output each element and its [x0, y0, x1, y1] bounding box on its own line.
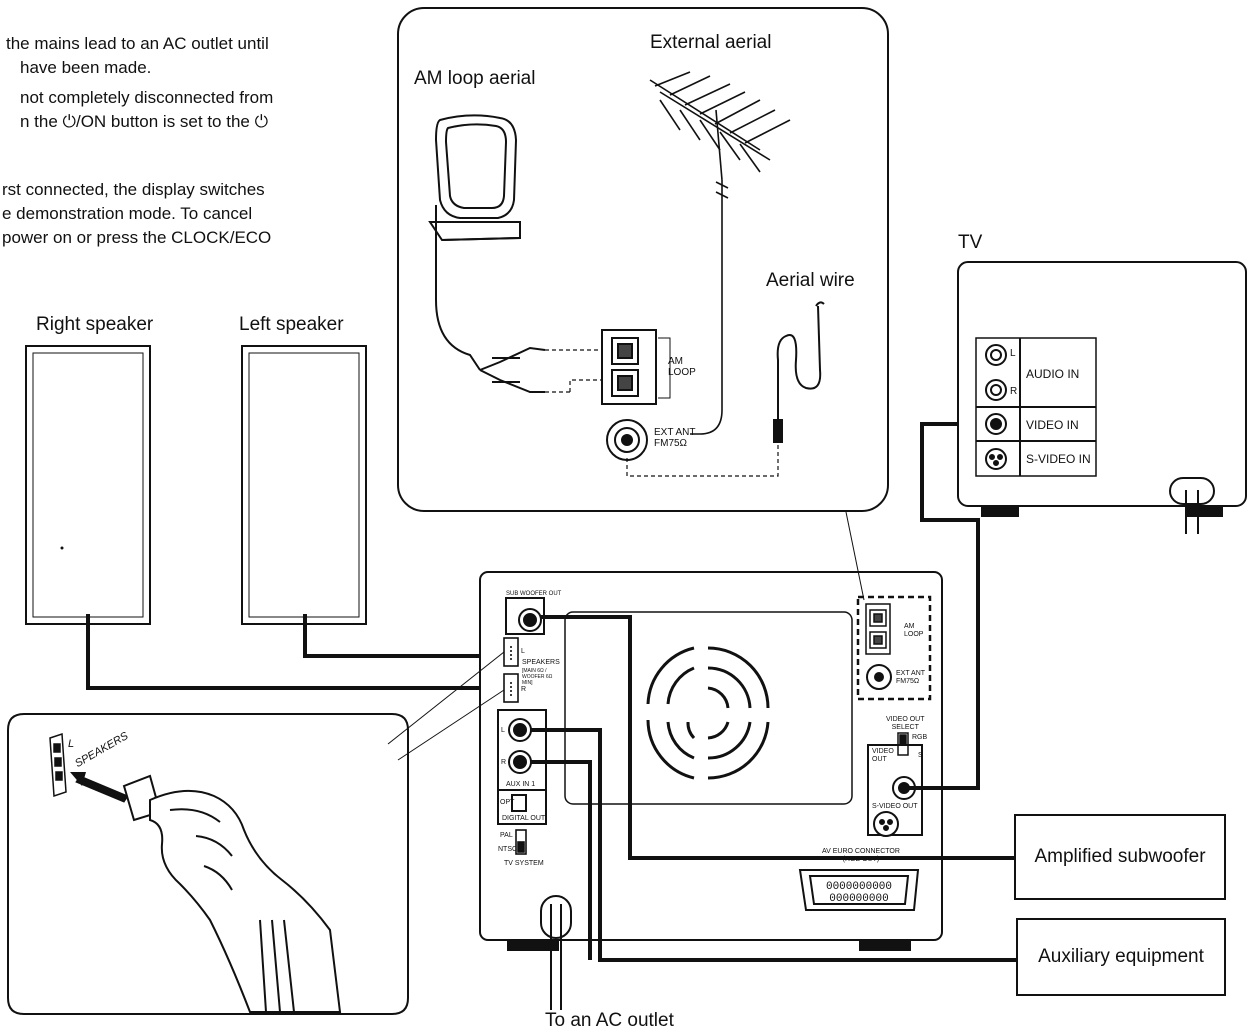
unit-av-euro-label: AV EURO CONNECTOR (RGB OUT)	[822, 848, 900, 863]
intro-line-5: rst connected, the display switches	[2, 180, 265, 199]
unit-s-video-out-label: S-VIDEO OUT	[872, 803, 918, 810]
left-speaker	[241, 345, 367, 625]
unit-video-out-label: VIDEO OUT	[872, 748, 894, 763]
aerial-wire-label: Aerial wire	[766, 270, 855, 291]
intro-line-4: n the ⏻/ON button is set to the ⏻	[20, 112, 269, 131]
unit-tv-system-label: TV SYSTEM	[504, 860, 544, 867]
inset-l-label: L	[68, 738, 75, 750]
right-speaker	[25, 345, 151, 625]
unit-r-label: R	[521, 686, 527, 693]
cooling-fan	[564, 611, 853, 805]
antenna-panel	[397, 7, 889, 512]
tv-video-in-label: VIDEO IN	[1026, 418, 1079, 432]
aux-in-jacks	[497, 709, 547, 791]
aux-cable-l	[530, 728, 1016, 962]
am-loop-terminal-label: AM LOOP	[668, 356, 696, 378]
subwoofer-out-jack	[505, 597, 545, 635]
unit-ext-ant-jack	[866, 664, 892, 690]
unit-aux-l-label: L	[501, 727, 505, 734]
unit-video-out-select-label: VIDEO OUT SELECT	[886, 716, 925, 731]
digital-out-port	[497, 789, 547, 825]
right-speaker-wire	[86, 614, 500, 690]
unit-digital-out-label: DIGITAL OUT	[502, 815, 546, 822]
unit-rgb-label: RGB	[912, 734, 928, 741]
right-speaker-label: Right speaker	[36, 314, 154, 335]
svg-text:000000000: 000000000	[829, 893, 888, 905]
unit-opt-label: OPT	[500, 799, 515, 806]
am-loop-aerial	[428, 114, 521, 371]
amplified-subwoofer-box: Amplified subwoofer	[1014, 814, 1226, 900]
aux-cable-r	[530, 760, 592, 960]
am-y-connector	[479, 346, 546, 393]
unit-speakers-label: SPEAKERS	[522, 659, 560, 666]
tv-system-switch	[515, 829, 527, 855]
tv-r-label: R	[1010, 386, 1018, 397]
unit-pal-label: PAL	[500, 832, 513, 839]
av-euro-connector: 0000000000 000000000	[798, 869, 920, 911]
unit-ntsc-label: NTSC	[498, 846, 518, 853]
ext-ant-terminal-label: EXT ANT FM75Ω	[654, 427, 696, 449]
inset-terminal	[49, 732, 67, 798]
left-speaker-wire	[303, 614, 500, 658]
unit-subwoofer-out-label: SUB WOOFER OUT	[506, 591, 562, 597]
tv-audio-l-jack	[985, 344, 1007, 366]
unit-aux-r-label: R	[501, 759, 507, 766]
left-speaker-label: Left speaker	[239, 314, 344, 335]
unit-am-terminal	[865, 603, 891, 655]
unit-speakers-sub-label: [MAIN 6Ω / WOOFER 6Ω MIN]	[522, 668, 553, 686]
tv-s-video-in-label: S-VIDEO IN	[1026, 452, 1091, 466]
ac-power-cord	[540, 895, 572, 1010]
main-unit	[479, 571, 943, 951]
tv-audio-in-label: AUDIO IN	[1026, 367, 1080, 381]
external-aerial-icon	[649, 71, 791, 435]
intro-line-2: have been made.	[20, 58, 152, 77]
intro-line-7: power on or press the CLOCK/ECO	[2, 228, 272, 247]
aerial-wire-icon	[773, 301, 825, 443]
ext-ant-connector	[606, 419, 648, 461]
intro-line-6: e demonstration mode. To cancel	[2, 204, 253, 223]
unit-am-loop-label: AM LOOP	[904, 623, 924, 638]
intro-line-1: the mains lead to an AC outlet until	[6, 34, 269, 53]
ac-outlet-label: To an AC outlet	[545, 1010, 674, 1031]
unit-ext-ant-label: EXT ANT FM75Ω	[896, 670, 926, 685]
tv-audio-r-jack	[985, 379, 1007, 401]
unit-s-label: S	[918, 752, 923, 759]
unit-aux-in-label: AUX IN 1	[506, 781, 536, 788]
tv-power-cord	[1169, 477, 1215, 534]
tv-l-label: L	[1010, 348, 1016, 359]
unit-antenna-area	[856, 595, 932, 701]
unit-l-label: L	[521, 648, 525, 655]
tv-s-video-in-jack	[985, 448, 1007, 470]
video-cable	[904, 422, 992, 790]
am-terminal	[601, 329, 657, 405]
tv-video-in-jack	[985, 413, 1007, 435]
auxiliary-equipment-box: Auxiliary equipment	[1016, 918, 1226, 996]
tv-label: TV	[958, 232, 983, 253]
subwoofer-cable	[540, 615, 1014, 860]
speaker-terminals	[503, 637, 519, 703]
tv-set	[957, 261, 1247, 517]
svg-text:0000000000: 0000000000	[826, 881, 892, 893]
external-aerial-label: External aerial	[650, 32, 772, 53]
intro-line-3: not completely disconnected from	[20, 88, 274, 107]
hand-with-plug	[122, 774, 342, 1013]
am-loop-aerial-label: AM loop aerial	[414, 68, 536, 89]
